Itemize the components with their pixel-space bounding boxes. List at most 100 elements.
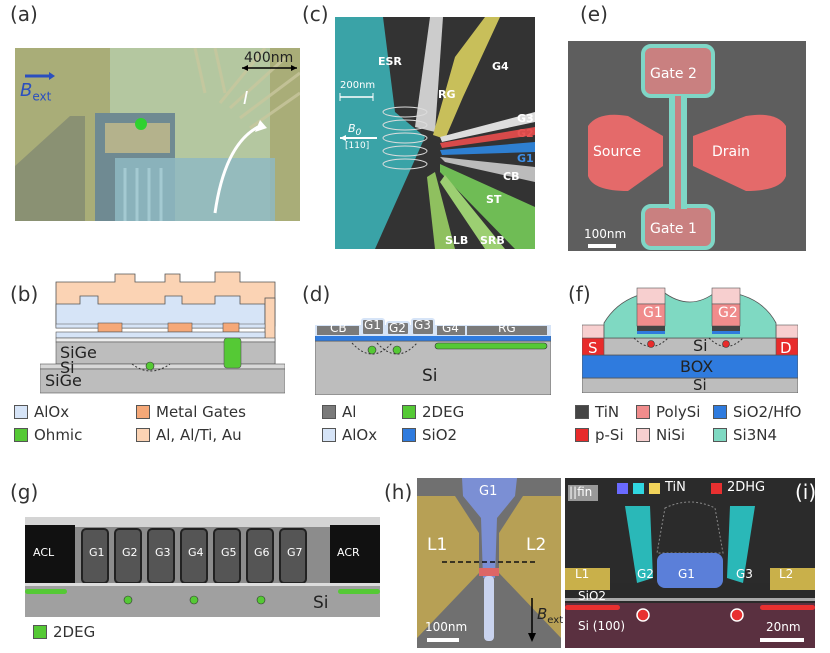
panel-i-fin: ||fin: [569, 485, 593, 499]
panel-f-g1: G1: [643, 305, 663, 321]
legend-alox: AlOx: [14, 403, 69, 421]
panel-i-label: (i): [795, 480, 817, 504]
panel-g-substrate: Si: [313, 593, 329, 613]
panel-h-g1: G1: [479, 484, 498, 499]
gate1-label: Gate 1: [650, 221, 697, 237]
legend-sio2-hfo: SiO2/HfO: [713, 403, 801, 421]
panel-i-l2: L2: [779, 567, 794, 581]
panel-f-stack: [582, 287, 798, 393]
drain-label: Drain: [712, 144, 750, 160]
legend-polysi: PolySi: [636, 403, 700, 421]
gate-label-st: ST: [486, 193, 502, 206]
panel-h-label: (h): [384, 480, 413, 504]
panel-e-scale: 100nm: [584, 227, 627, 241]
gate2-label: Gate 2: [650, 66, 697, 82]
panel-a-label: (a): [10, 2, 38, 26]
layer-sige-top: SiGe: [60, 343, 97, 362]
swatch-metal-gates: [136, 405, 150, 419]
gate-label-g-g3: G3: [155, 546, 171, 559]
swatch-sio2-hfo: [713, 405, 727, 419]
gate-label-srb: SRB: [480, 234, 505, 247]
panel-f-label: (f): [568, 282, 591, 306]
panel-c-micrograph: [335, 17, 535, 249]
panel-f-d: D: [780, 339, 792, 357]
swatch-nisi: [636, 428, 650, 442]
panel-c-scale: 200nm: [340, 80, 376, 91]
swatch-ohmic: [14, 428, 28, 442]
legend-al-ti-au: Al, Al/Ti, Au: [136, 426, 242, 444]
panel-i-tin: TiN: [665, 480, 686, 495]
swatch-al: [322, 405, 336, 419]
gate-label-d-g2: G2: [389, 321, 406, 335]
panel-a-micrograph: [15, 48, 300, 221]
panel-e-label: (e): [580, 2, 608, 26]
gate-label-d-cb: CB: [330, 321, 347, 335]
panel-f-s: S: [588, 339, 598, 357]
gate-label-g1: G1: [517, 152, 534, 165]
panel-c-direction: [110]: [345, 141, 370, 151]
gate-label-acr: ACR: [337, 546, 360, 559]
swatch-sio2: [402, 428, 416, 442]
panel-f-substrate: Si: [693, 376, 707, 394]
panel-i-2dhg: 2DHG: [727, 480, 766, 495]
panel-f-box: BOX: [680, 357, 714, 376]
legend-al: Al: [322, 403, 356, 421]
layer-sige-bottom: SiGe: [45, 371, 82, 390]
layer-si: Si: [60, 358, 75, 377]
swatch-g-2deg: [33, 625, 47, 639]
panel-h-scale: 100nm: [425, 620, 468, 634]
legend-2deg: 2DEG: [402, 403, 464, 421]
gate-label-cb: CB: [503, 170, 520, 183]
panel-i-micrograph: [565, 478, 815, 648]
swatch-si3n4: [713, 428, 727, 442]
gate-label-slb: SLB: [445, 234, 469, 247]
gate-label-d-rg: RG: [498, 321, 516, 335]
panel-d-label: (d): [302, 282, 331, 306]
panel-i-substrate: Si (100): [578, 619, 626, 633]
quantum-dot-marker: [135, 118, 147, 130]
panel-d-substrate: Si: [422, 366, 438, 386]
panel-g-label: (g): [10, 480, 39, 504]
gate-label-g-g5: G5: [221, 546, 237, 559]
panel-f-si: Si: [693, 336, 708, 355]
panel-i-l1: L1: [575, 567, 590, 581]
gate-label-g3: G3: [517, 112, 534, 125]
legend-sio2: SiO2: [402, 426, 457, 444]
legend-tin: TiN: [575, 403, 619, 421]
legend-metal-gates: Metal Gates: [136, 403, 246, 421]
panel-h-l2: L2: [526, 535, 547, 555]
panel-i-oxide: SiO2: [578, 589, 607, 603]
swatch-polysi: [636, 405, 650, 419]
panel-g-micrograph: [25, 517, 380, 617]
swatch-alox: [14, 405, 28, 419]
gate-label-g2: G2: [517, 127, 534, 140]
gate-label-g-g7: G7: [287, 546, 303, 559]
gate-label-g-g6: G6: [254, 546, 270, 559]
gate-label-esr: ESR: [378, 55, 402, 68]
gate-label-g-g2: G2: [122, 546, 138, 559]
panel-c-field: B0: [348, 122, 362, 139]
legend-d-alox: AlOx: [322, 426, 377, 444]
panel-i-scale: 20nm: [766, 620, 801, 634]
legend-psi: p-Si: [575, 426, 624, 444]
panel-f-g2: G2: [718, 305, 738, 321]
legend-si3n4: Si3N4: [713, 426, 777, 444]
legend-g-2deg: 2DEG: [33, 623, 95, 641]
panel-i-g3: G3: [736, 567, 753, 581]
gate-label-g-g4: G4: [188, 546, 204, 559]
panel-b-stack: [40, 271, 285, 394]
panel-i-g1: G1: [678, 567, 695, 581]
legend-nisi: NiSi: [636, 426, 685, 444]
gate-label-d-g4: G4: [442, 321, 459, 335]
swatch-psi: [575, 428, 589, 442]
swatch-tin: [575, 405, 589, 419]
panel-h-field: Bext: [537, 605, 564, 626]
panel-b-label: (b): [10, 282, 39, 306]
panel-a-field: Bext: [20, 80, 52, 104]
swatch-d-alox: [322, 428, 336, 442]
gate-label-g4: G4: [492, 60, 509, 73]
swatch-2deg: [402, 405, 416, 419]
panel-a-scale: 400nm: [244, 50, 294, 66]
gate-label-d-g3: G3: [414, 318, 431, 332]
gate-label-d-g1: G1: [364, 318, 381, 332]
